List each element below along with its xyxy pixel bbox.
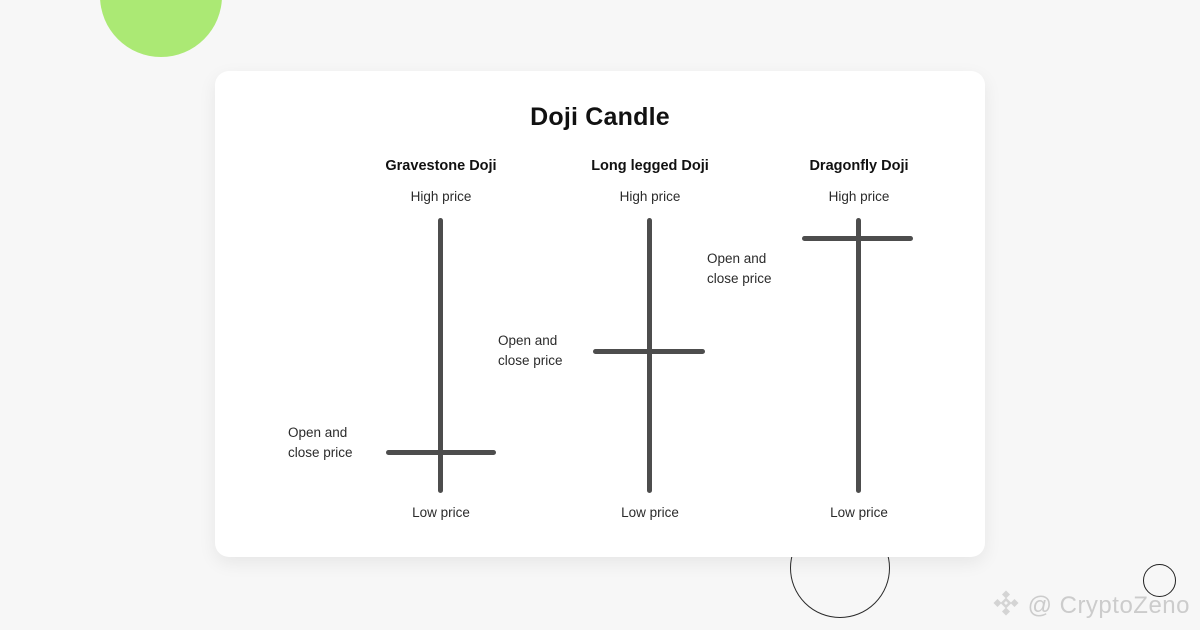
doji-diagram-card xyxy=(215,71,985,557)
open-close-label-long-legged: Open and close price xyxy=(498,333,563,368)
green-circle-decoration xyxy=(100,0,222,57)
high-price-label-dragonfly: High price xyxy=(828,189,890,204)
page-title: Doji Candle xyxy=(530,103,670,131)
candle-wick-gravestone xyxy=(438,218,443,493)
open-close-label-gravestone: Open and close price xyxy=(288,425,353,460)
candle-open-close-line-long-legged xyxy=(593,349,705,354)
watermark-handle: @ CryptoZeno xyxy=(1027,592,1190,619)
high-price-label-long-legged: High price xyxy=(619,189,681,204)
watermark: @ CryptoZeno xyxy=(991,589,1190,623)
candle-open-close-line-dragonfly xyxy=(802,236,913,241)
candle-name-dragonfly: Dragonfly Doji xyxy=(809,158,909,174)
candle-wick-dragonfly xyxy=(856,218,861,493)
high-price-label-gravestone: High price xyxy=(410,189,472,204)
candle-name-gravestone: Gravestone Doji xyxy=(385,158,497,174)
low-price-label-dragonfly: Low price xyxy=(830,505,888,520)
binance-logo-icon xyxy=(991,588,1021,625)
candle-open-close-line-gravestone xyxy=(386,450,496,455)
candle-name-long-legged: Long legged Doji xyxy=(591,158,709,174)
outline-circle-small xyxy=(1143,564,1176,597)
low-price-label-gravestone: Low price xyxy=(412,505,470,520)
candle-wick-long-legged xyxy=(647,218,652,493)
low-price-label-long-legged: Low price xyxy=(621,505,679,520)
open-close-label-dragonfly: Open and close price xyxy=(707,251,772,286)
